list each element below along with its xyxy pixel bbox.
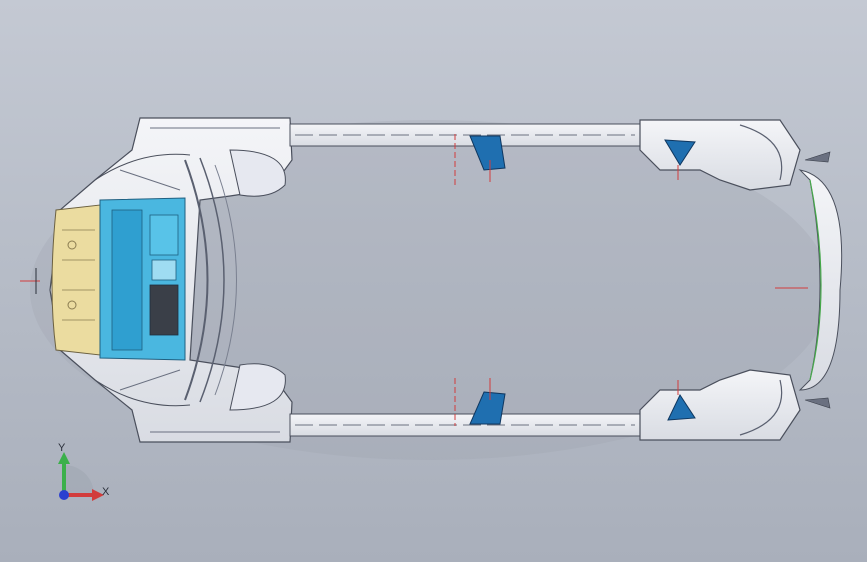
triad-plane [64,465,94,495]
rear-structure[interactable] [639,119,843,441]
right-side-rail[interactable] [289,391,641,437]
y-arrow-head [58,452,70,464]
y-axis-label: Y [58,442,66,454]
z-axis-dot [59,490,69,500]
x-arrow-head [92,489,104,501]
front-panel-yellow[interactable] [51,204,101,356]
reference-lines [20,134,808,426]
x-axis-label: X [102,486,110,498]
coordinate-triad [58,452,104,501]
cowl-panel-blue[interactable] [99,197,186,361]
